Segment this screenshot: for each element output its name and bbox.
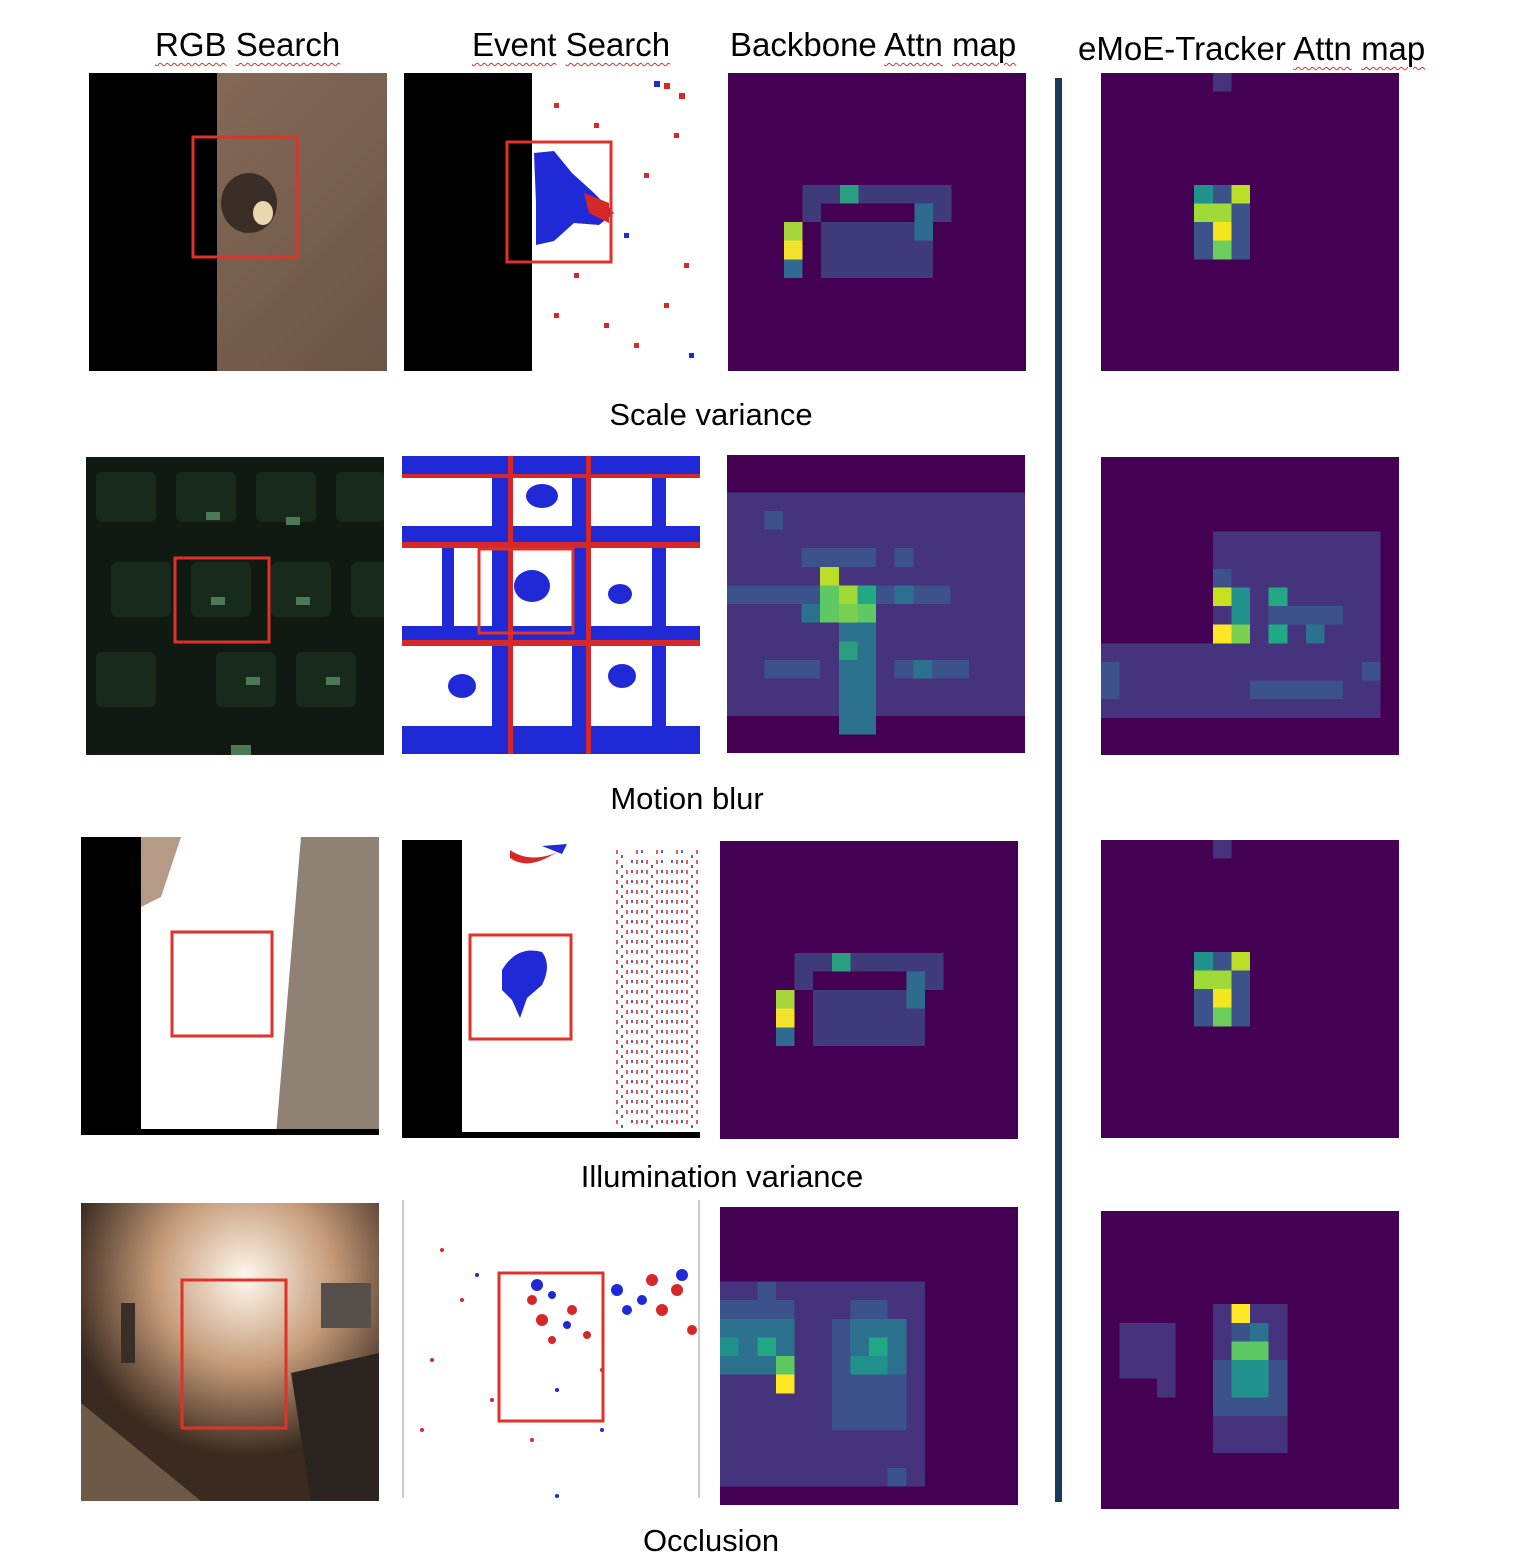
emoe-attn-map-row3	[1101, 840, 1399, 1138]
backbone-attn-map-row2	[727, 455, 1025, 753]
header-word: map	[952, 26, 1017, 63]
header-rgb-search: RGB Search	[155, 26, 340, 64]
header-word: Backbone	[730, 26, 877, 63]
rgb-search-image-row3	[81, 837, 379, 1135]
event-search-image-row1	[404, 73, 702, 371]
header-word: RGB	[155, 26, 227, 63]
header-backbone-attn-map: Backbone Attn map	[730, 26, 1016, 64]
emoe-attn-map-row2	[1101, 457, 1399, 755]
header-emoe-attn-map: eMoE-Tracker Attn map	[1078, 30, 1425, 68]
header-event-search: Event Search	[472, 26, 670, 64]
header-word: Attn	[1293, 30, 1352, 67]
column-divider	[1055, 78, 1062, 1502]
row-caption-illumination-variance: Illumination variance	[580, 1159, 864, 1194]
rgb-search-image-row1	[89, 73, 387, 371]
row-caption-motion-blur: Motion blur	[610, 781, 764, 816]
event-search-image-row2	[402, 456, 700, 754]
emoe-attn-map-row4	[1101, 1211, 1399, 1509]
header-word: Search	[235, 26, 341, 63]
emoe-attn-map-row1	[1101, 73, 1399, 371]
event-search-image-row3	[402, 840, 700, 1138]
header-word: eMoE-Tracker	[1078, 30, 1286, 67]
backbone-attn-map-row1	[728, 73, 1026, 371]
header-word: Attn	[884, 26, 943, 63]
backbone-attn-map-row4	[720, 1207, 1018, 1505]
rgb-search-image-row4	[81, 1203, 379, 1501]
event-search-image-row4	[402, 1200, 700, 1498]
row-caption-scale-variance: Scale variance	[609, 397, 813, 432]
header-word: Search	[565, 26, 671, 63]
row-caption-occlusion: Occlusion	[642, 1523, 780, 1558]
backbone-attn-map-row3	[720, 841, 1018, 1139]
header-word: map	[1361, 30, 1426, 67]
rgb-search-image-row2	[86, 457, 384, 755]
header-word: Event	[472, 26, 557, 63]
